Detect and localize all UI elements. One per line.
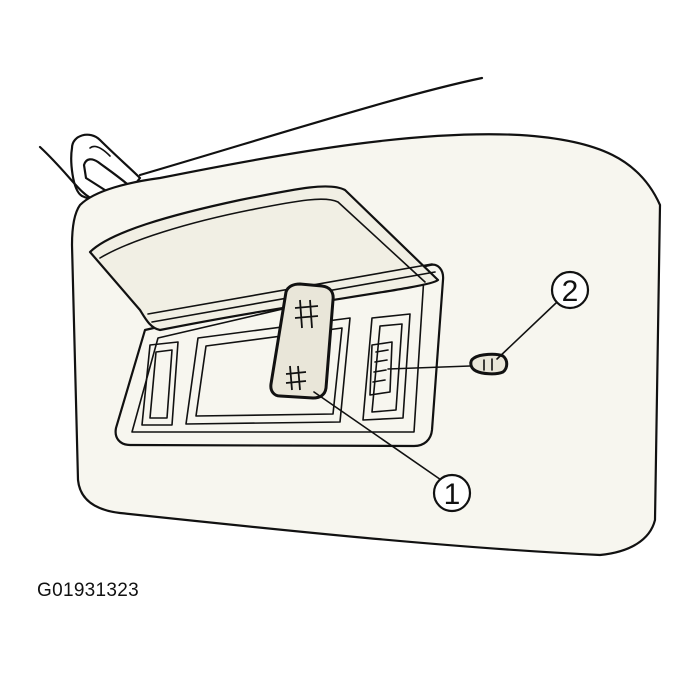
left-compartment [141,341,179,426]
leader-line-2 [496,302,557,360]
bulb-location-line [387,365,471,370]
visor-hinge-bracket [70,133,142,207]
lamp-socket [369,341,393,396]
callout-1-number: 1 [444,478,461,511]
lamp-housing [362,313,411,421]
callout-2-number: 2 [562,275,579,308]
callout-2-circle [550,270,590,310]
callout-2: 2 [550,270,590,310]
callout-1: 1 [432,473,472,513]
lamp-lens [269,282,335,400]
lamp-bulb [469,352,509,376]
figure-id-label: G01931323 [37,580,140,601]
mirror-cover-inner-edge [99,198,426,283]
mirror-recess-outer [114,263,445,448]
mirror-cover-lid [88,185,440,332]
leader-line-1 [313,391,445,483]
lamp-bulb-filament [483,358,493,371]
callout-1-circle [432,473,472,513]
lens-grip-marks [285,299,319,391]
